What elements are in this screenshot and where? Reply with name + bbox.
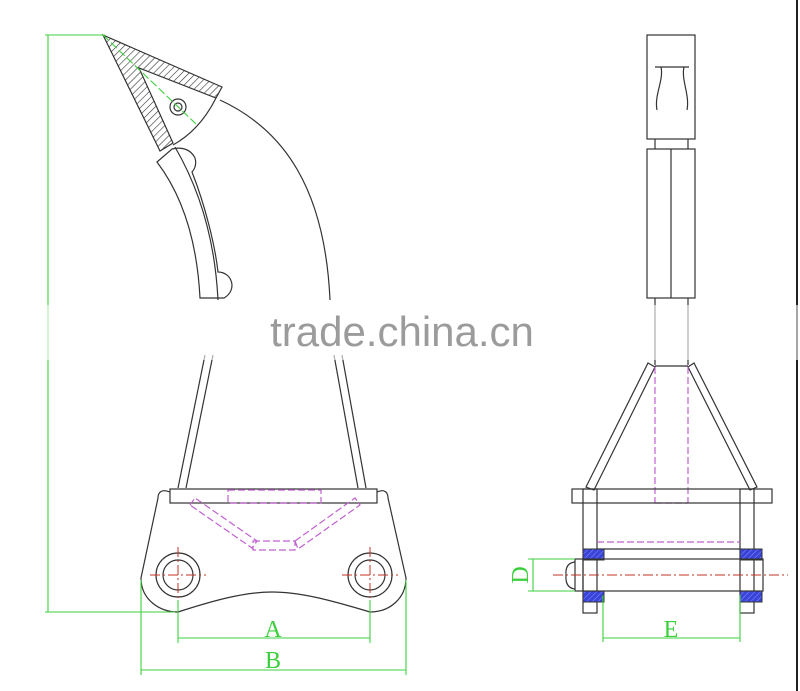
shank-front-line [174, 146, 219, 301]
dim-label-b: B [265, 648, 281, 674]
left-leg-a [177, 354, 206, 489]
left-leg-b [185, 354, 214, 489]
watermark-band [0, 305, 800, 360]
tip-front-profile [655, 66, 689, 111]
front-right-brace [687, 362, 758, 491]
dim-label-d: D [508, 566, 534, 583]
tip-hatched-section [101, 33, 223, 152]
front-left-brace [585, 362, 656, 491]
tip-arc [172, 97, 217, 146]
front-top-plate [571, 488, 773, 504]
tip-front [646, 34, 696, 140]
side-top-plate [169, 488, 378, 504]
left-upper-bushing [582, 548, 605, 561]
tip-pin-inner [173, 102, 183, 112]
front-dimensions: D E [508, 558, 741, 643]
hidden-bottom-block [252, 540, 296, 551]
side-view [101, 33, 407, 613]
hidden-top-block [227, 489, 322, 504]
front-view [553, 34, 788, 614]
right-leg-a [333, 354, 359, 489]
right-leg-b [341, 354, 367, 489]
watermark: trade.china.cn [270, 308, 534, 355]
left-lower-bushing [582, 590, 605, 603]
shank-guard [156, 147, 233, 299]
right-upper-bushing [739, 548, 763, 561]
right-lower-bushing [739, 590, 763, 603]
shank-back-curve [219, 99, 331, 301]
dim-label-e: E [664, 617, 679, 643]
hidden-left-brace [189, 497, 258, 549]
side-dimensions: A B [45, 34, 407, 675]
hidden-right-brace [294, 497, 361, 550]
tip-pin-outer [169, 98, 187, 116]
mount-bracket-outline [140, 490, 407, 613]
dim-label-a: A [264, 617, 282, 643]
